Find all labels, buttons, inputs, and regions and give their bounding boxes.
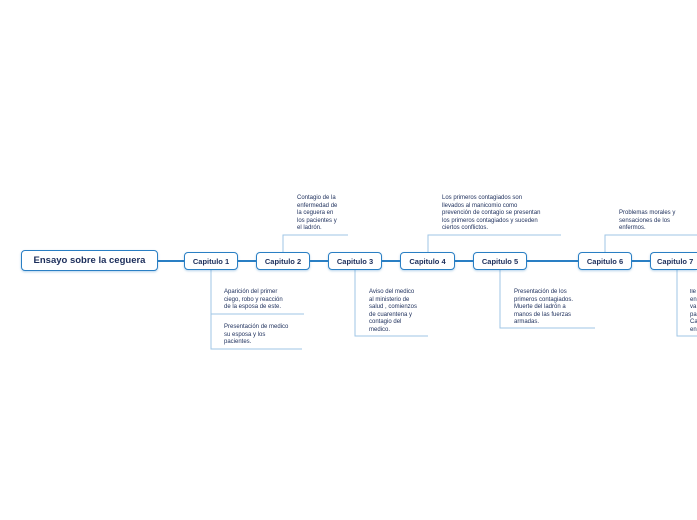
chapter-node-7[interactable]: Capitulo 7 — [650, 252, 697, 270]
branch-cap1-note2 — [210, 314, 302, 350]
chapter-node-5[interactable]: Capitulo 5 — [473, 252, 527, 270]
note-chapter-2: Contagio de la enfermedad de la ceguera … — [297, 195, 338, 232]
note-chapter-6: Problemas morales y sensaciones de los e… — [619, 210, 676, 232]
branch-cap2-note3 — [282, 234, 348, 252]
chapter-node-1[interactable]: Capitulo 1 — [184, 252, 238, 270]
chapter-node-3[interactable]: Capitulo 3 — [328, 252, 382, 270]
branch-cap4-note5 — [427, 234, 561, 252]
branch-cap3-note4 — [354, 270, 428, 337]
note-chapter-5: Presentación de los primeros contagiados… — [514, 289, 574, 326]
branch-cap7-note8 — [676, 270, 697, 337]
chapter-node-2[interactable]: Capitulo 2 — [256, 252, 310, 270]
root-node[interactable]: Ensayo sobre la ceguera — [21, 250, 158, 271]
branch-cap5-note6 — [499, 270, 595, 329]
note-chapter-3: Aviso del medico al ministerio de salud … — [369, 289, 418, 333]
note-chapter-4: Los primeros contagiados son llevados al… — [442, 195, 541, 232]
branch-cap6-note7 — [604, 234, 697, 252]
chapter-node-4[interactable]: Capitulo 4 — [400, 252, 455, 270]
note-chapter-1-b: Presentación de medico su esposa y los p… — [224, 324, 289, 346]
note-chapter-1-a: Aparición del primer ciego, robo y reacc… — [224, 289, 283, 311]
chapter-node-6[interactable]: Capitulo 6 — [578, 252, 632, 270]
note-chapter-7: lle en va pa Ca en — [690, 289, 697, 333]
